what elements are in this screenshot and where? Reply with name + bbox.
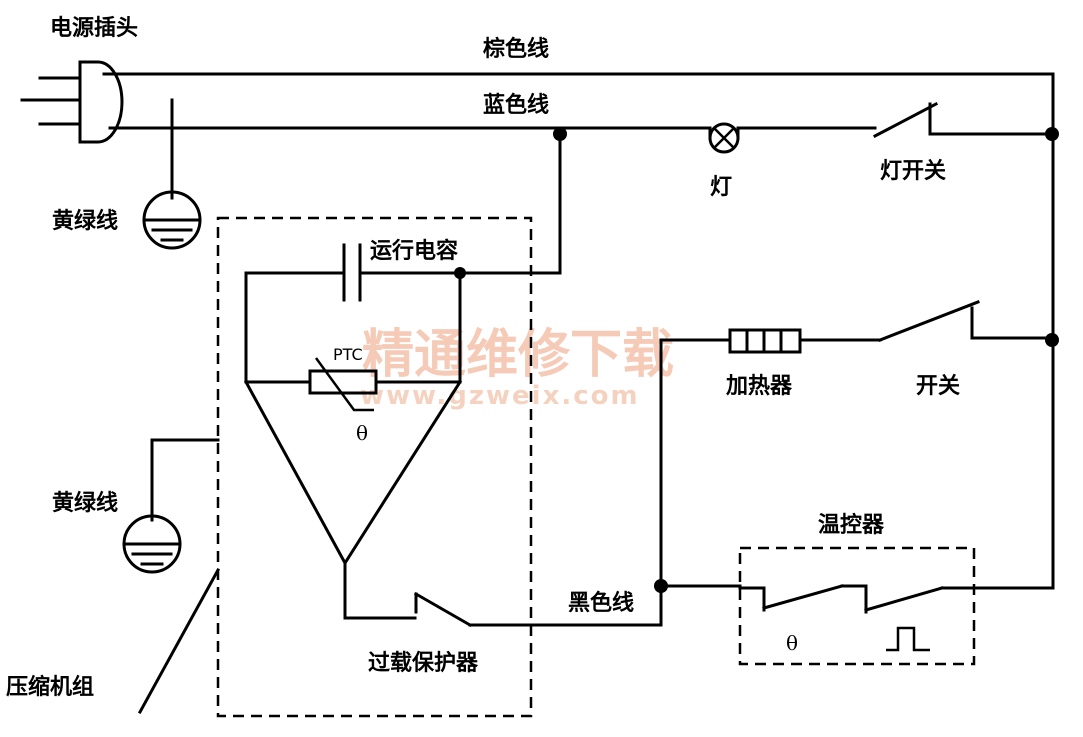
label-lamp-switch: 灯开关: [880, 159, 946, 184]
label-heater: 加热器: [725, 373, 793, 399]
label-thermostat: 温控器: [818, 512, 885, 538]
lamp-switch: [872, 101, 1055, 139]
label-switch: 开关: [916, 374, 960, 399]
brown-wire: [102, 72, 1055, 590]
thermostat-box: [738, 546, 976, 666]
label-run-capacitor: 运行电容: [370, 238, 458, 264]
thermostat-contacts: [738, 584, 970, 652]
label-ground-top: 黄绿线: [52, 208, 118, 234]
label-overload-protector: 过载保护器: [368, 650, 479, 676]
label-ptc: PTC: [333, 345, 363, 364]
run-capacitor: [244, 243, 462, 384]
heater-element: [728, 328, 802, 354]
label-ground-bottom: 黄绿线: [52, 490, 118, 516]
watermark-title: 精通维修下载: [362, 325, 674, 385]
label-lamp: 灯: [710, 175, 732, 200]
overload-protector: [413, 591, 473, 628]
lamp-icon: [708, 122, 740, 154]
label-plug: 电源插头: [50, 16, 138, 41]
compressor-leader-line: [137, 567, 221, 715]
heater-switch: [878, 300, 1054, 342]
power-plug: [20, 60, 124, 144]
ptc-thermistor: [244, 357, 462, 412]
label-blue-wire: 蓝色线: [483, 92, 549, 118]
label-thermostat-theta: θ: [786, 631, 798, 655]
label-black-wire: 黑色线: [568, 590, 634, 616]
ground-symbol-bottom: [122, 438, 220, 574]
label-ptc-theta: θ: [356, 421, 368, 445]
ground-symbol-top: [142, 98, 202, 250]
watermark-url: www.gzweix.com: [360, 381, 640, 411]
label-brown-wire: 棕色线: [483, 36, 549, 62]
compressor-unit-box: [216, 216, 533, 718]
compressor-motor-winding: [243, 379, 463, 620]
label-compressor-unit: 压缩机组: [6, 674, 94, 700]
